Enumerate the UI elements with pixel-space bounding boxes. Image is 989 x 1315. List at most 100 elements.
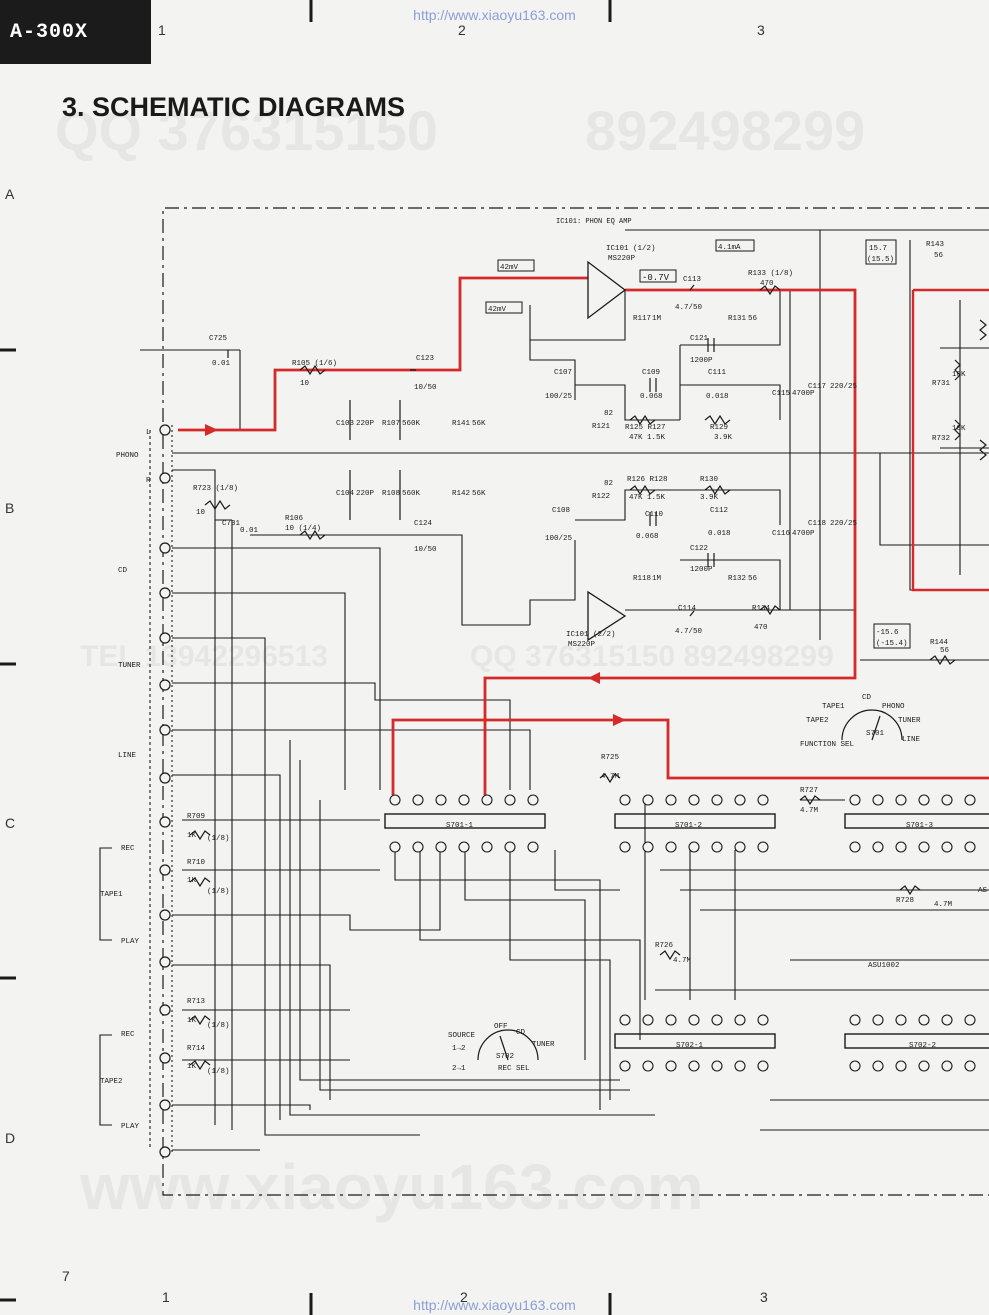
- watermark-url-bottom: http://www.xiaoyu163.com: [413, 1297, 576, 1313]
- label-c122: C122: [690, 545, 708, 553]
- label-cd: CD: [118, 567, 128, 575]
- value-r728: 4.7M: [934, 901, 953, 909]
- label-c113: C113: [683, 276, 702, 284]
- value-r134: 470: [754, 624, 768, 632]
- value-c122: 1200P: [690, 566, 713, 574]
- label-fsel-tape1: TAPE1: [822, 703, 845, 711]
- grid-column-2-bottom: 2: [460, 1289, 468, 1305]
- label-c110: C110: [645, 511, 664, 519]
- label-s702-2: S702-2: [909, 1042, 936, 1050]
- label-c111: C111: [708, 369, 727, 377]
- value-r143: 56: [934, 252, 944, 260]
- label-rsel-source: SOURCE: [448, 1032, 476, 1040]
- label-fsel-phono: PHONO: [882, 703, 905, 711]
- faint-watermark-number: 892498299: [585, 99, 866, 162]
- selector-dials: [477, 709, 903, 1061]
- label-ic-title: IC101: PHON EQ AMP: [556, 218, 632, 226]
- value-r118: 1M: [652, 575, 662, 583]
- label-c107: C107: [554, 369, 572, 377]
- label-current: 4.1mA: [718, 244, 741, 252]
- label-neg-rail: -15.6: [876, 629, 899, 637]
- label-r727: R727: [800, 787, 818, 795]
- label-r713: R713: [187, 998, 206, 1006]
- value-c111: 0.018: [706, 393, 729, 401]
- label-tape1-rec: REC: [121, 845, 135, 853]
- value-r117: 1M: [652, 315, 662, 323]
- label-c115: C115: [772, 390, 791, 398]
- label-r141: R141: [452, 420, 471, 428]
- value-r122: 82: [604, 480, 613, 488]
- label-ic-bottom-2: MS220P: [568, 641, 596, 649]
- value-r727: 4.7M: [800, 807, 819, 815]
- label-tape2: TAPE2: [100, 1078, 123, 1086]
- value-c731: 0.01: [240, 527, 259, 535]
- label-c114: C114: [678, 605, 697, 613]
- label-r144: R144: [930, 639, 949, 647]
- label-pos-rail: 15.7: [869, 245, 887, 253]
- label-v-out: -0.7V: [642, 273, 670, 283]
- label-asu-cut: AS: [978, 887, 988, 895]
- label-r726: R726: [655, 942, 674, 950]
- label-c118: C118: [808, 520, 826, 528]
- label-r143: R143: [926, 241, 945, 249]
- value-c108: 100/25: [545, 535, 573, 543]
- label-s701-2: S701-2: [675, 822, 702, 830]
- label-v-in-minus: 42mV: [488, 306, 507, 314]
- tape-brackets: [99, 847, 112, 1126]
- label-ic-bottom-1: IC101 (2/2): [566, 631, 616, 639]
- label-r117: R117: [633, 315, 651, 323]
- label-fsel-line: LINE: [902, 736, 921, 744]
- label-c121: C121: [690, 335, 709, 343]
- watermark-url-top: http://www.xiaoyu163.com: [413, 7, 576, 23]
- signal-arrows: [205, 424, 626, 726]
- rating-r710: (1/8): [207, 888, 230, 896]
- value-c121: 1200P: [690, 357, 713, 365]
- grid-column-1-top: 1: [158, 22, 166, 38]
- wiring: [140, 229, 989, 1155]
- value-r141: 56K: [472, 420, 486, 428]
- faint-watermark-site: www.xiaoyu163.com: [80, 1151, 704, 1223]
- label-rsel-off: OFF: [494, 1023, 508, 1031]
- label-r105: R105 (1/6): [292, 360, 337, 368]
- label-r130: R130: [700, 476, 719, 484]
- label-rsel-cd: CD: [516, 1029, 526, 1037]
- switch-bank-contacts: [389, 794, 976, 1072]
- label-c112: C112: [710, 507, 728, 515]
- value-c115: 4700P: [792, 390, 815, 398]
- label-function-sel: FUNCTION SEL: [800, 741, 855, 749]
- value-c110: 0.068: [636, 533, 659, 541]
- label-r122: R122: [592, 493, 610, 501]
- label-line: LINE: [118, 752, 137, 760]
- value-c123: 10/50: [414, 384, 437, 392]
- input-jacks: [159, 424, 171, 1158]
- label-r118: R118: [633, 575, 651, 583]
- label-pos-rail-b: (15.5): [867, 256, 894, 264]
- value-r725: 4.7M: [601, 773, 620, 781]
- label-tuner: TUNER: [118, 662, 141, 670]
- label-c108: C108: [552, 507, 570, 515]
- grid-row-a: A: [5, 186, 15, 202]
- value-c113: 4.7/50: [675, 304, 703, 312]
- value-r121: 82: [604, 410, 613, 418]
- label-c104: C104: [336, 490, 355, 498]
- label-rsel-2to1: 2→1: [452, 1065, 466, 1073]
- switch-wafer-bars: [384, 813, 989, 1049]
- value-c103: 220P: [356, 420, 375, 428]
- grid-column-2-top: 2: [458, 22, 466, 38]
- label-r709: R709: [187, 813, 205, 821]
- value-r732: 10K: [952, 425, 966, 433]
- value-r714: 1K: [187, 1063, 197, 1071]
- label-rsel-1to2: 1→2: [452, 1045, 466, 1053]
- label-r723: R723 (1/8): [193, 485, 238, 493]
- value-r710: 1K: [187, 877, 197, 885]
- label-phono: PHONO: [116, 452, 139, 460]
- label-s701-1: S701-1: [446, 822, 474, 830]
- label-ic-top-2: MS220P: [608, 255, 636, 263]
- value-c118: 220/25: [830, 520, 858, 528]
- op-amp-bottom: [587, 590, 627, 642]
- frame-ticks: [0, 0, 612, 1315]
- value-r126-r128: 47K 1.5K: [629, 494, 666, 502]
- faint-watermark-qq: QQ 376315150: [55, 99, 438, 162]
- label-c117: C117: [808, 383, 826, 391]
- section-title: 3. SCHEMATIC DIAGRAMS: [62, 92, 406, 122]
